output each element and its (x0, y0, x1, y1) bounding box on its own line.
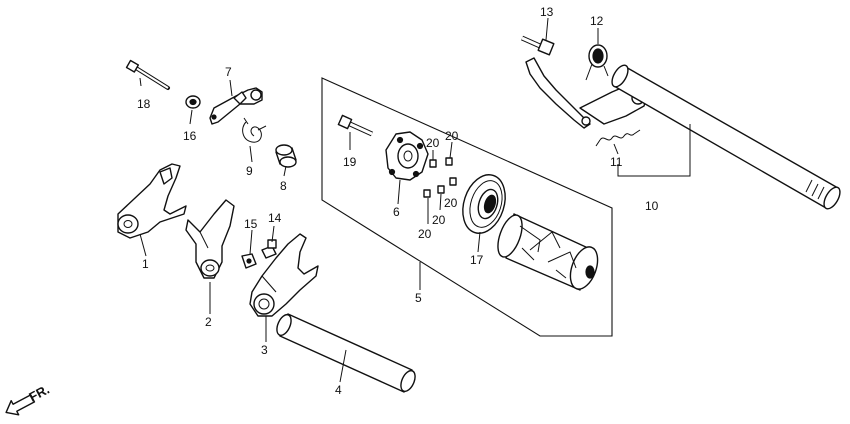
bolt-14 (261, 239, 277, 259)
callout-20-b: 20 (445, 129, 459, 143)
bolt-13 (520, 35, 555, 56)
callout-20-d: 20 (432, 213, 446, 227)
pin-20-a (429, 159, 437, 168)
callout-11: 11 (610, 155, 623, 169)
callout-6: 6 (393, 205, 400, 219)
bolt-18 (125, 59, 170, 90)
shift-drum (497, 213, 599, 291)
leader-lines (139, 17, 691, 383)
callout-4: 4 (335, 383, 342, 397)
shift-fork-3 (249, 233, 319, 317)
callout-15: 15 (244, 217, 258, 231)
callout-14: 14 (268, 211, 282, 225)
callout-2: 2 (205, 315, 212, 329)
washer-16 (185, 95, 201, 109)
callout-8: 8 (280, 179, 287, 193)
callout-5: 5 (415, 291, 422, 305)
front-direction-indicator: FR. (5, 382, 52, 416)
bearing-17 (462, 174, 506, 234)
callout-16: 16 (183, 129, 197, 143)
drum-assembly-outline (321, 77, 613, 337)
pin-20-c (423, 189, 431, 198)
spring-9 (242, 117, 267, 143)
callout-20-e: 20 (418, 227, 432, 241)
callout-10: 10 (645, 199, 659, 213)
spring-12 (585, 44, 609, 81)
callout-9: 9 (246, 164, 253, 178)
bolt-19 (337, 114, 374, 137)
pin-20-e (449, 177, 457, 186)
callout-13: 13 (540, 5, 554, 19)
arrow-icon (5, 394, 36, 416)
callout-18: 18 (137, 97, 151, 111)
callout-7: 7 (225, 65, 232, 79)
shift-fork-1 (117, 163, 187, 239)
spring-11 (595, 129, 641, 147)
callout-19: 19 (343, 155, 357, 169)
callout-20-c: 20 (444, 196, 458, 210)
gearshift-spindle-10 (611, 64, 841, 210)
shift-fork-2 (185, 199, 235, 279)
callout-17: 17 (470, 253, 484, 267)
clip-15 (241, 253, 257, 269)
callout-labels: 18 16 7 9 8 1 2 15 14 3 4 19 6 5 17 20 2… (137, 5, 659, 397)
callout-12: 12 (590, 14, 604, 28)
stopper-arm-7 (209, 87, 263, 125)
pin-20-d (437, 185, 445, 194)
callout-1: 1 (142, 257, 149, 271)
pin-20-b (445, 157, 453, 166)
callout-20-a: 20 (426, 136, 440, 150)
collar-8 (275, 144, 297, 168)
callout-3: 3 (261, 343, 268, 357)
drum-plate-6 (385, 131, 429, 181)
fork-shaft-4 (276, 313, 416, 393)
